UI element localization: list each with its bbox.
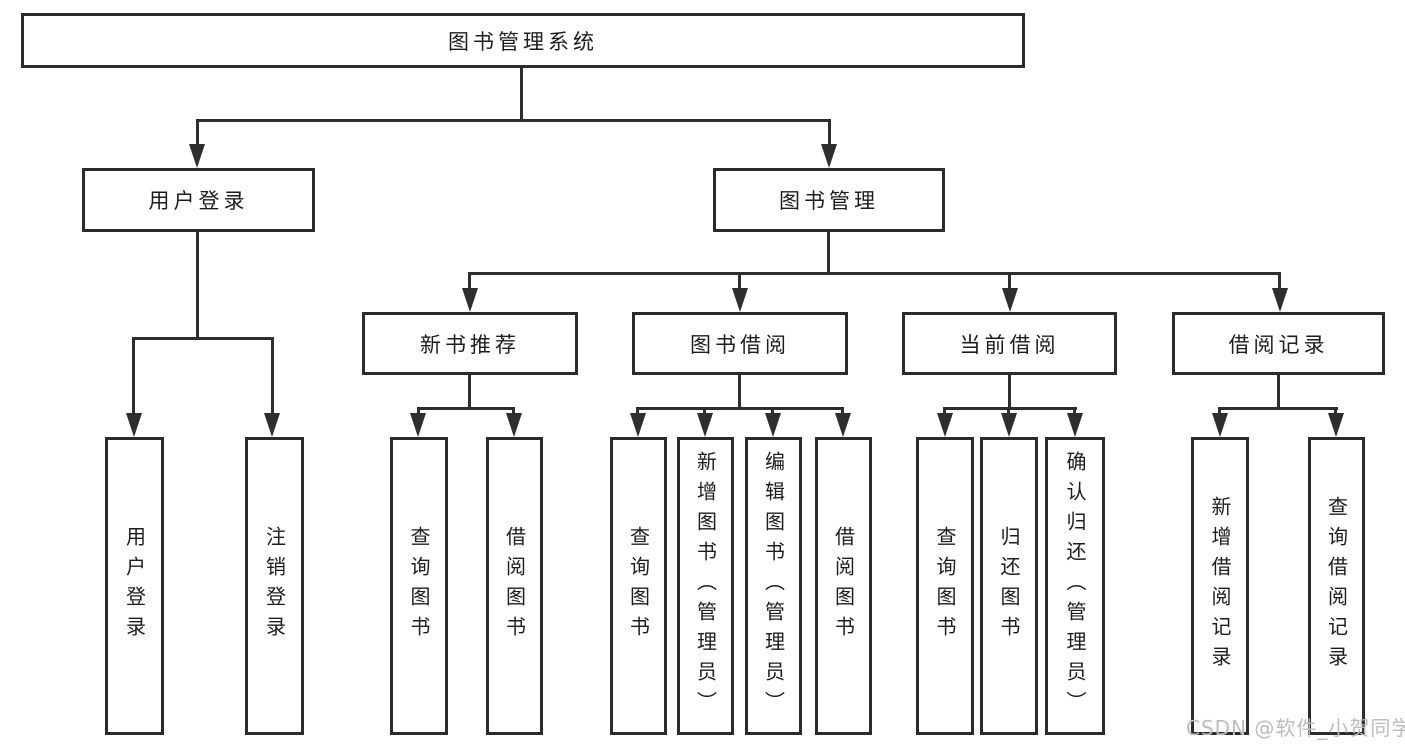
arrow-down-icon bbox=[1002, 288, 1018, 312]
node-confirm-return-admin: 确认归还（管理员） bbox=[1045, 437, 1105, 735]
connector-drop bbox=[827, 232, 830, 272]
connector-stem bbox=[1073, 407, 1076, 417]
arrow-down-icon bbox=[630, 413, 646, 437]
node-label: 查询图书 bbox=[933, 526, 957, 646]
node-new-book-recommend: 新书推荐 bbox=[362, 312, 578, 375]
connector-stem bbox=[468, 272, 471, 292]
node-root: 图书管理系统 bbox=[21, 13, 1025, 68]
arrow-down-icon bbox=[937, 413, 953, 437]
connector-stem bbox=[943, 407, 946, 417]
node-label: 图书管理 bbox=[779, 189, 879, 213]
connector-branch bbox=[132, 337, 274, 340]
node-query-book-3: 查询图书 bbox=[916, 437, 974, 735]
connector-root-branch bbox=[196, 119, 831, 122]
arrow-down-icon bbox=[410, 413, 426, 437]
connector-stem bbox=[771, 407, 774, 417]
node-label: 借阅图书 bbox=[502, 526, 527, 646]
connector-stem bbox=[271, 337, 274, 415]
connector-branch bbox=[468, 272, 1281, 275]
arrow-down-icon bbox=[506, 413, 522, 437]
arrow-down-icon bbox=[1212, 413, 1228, 437]
node-label: 新增借阅记录 bbox=[1208, 496, 1232, 676]
node-logout: 注销登录 bbox=[245, 437, 304, 735]
node-label: 用户登录 bbox=[148, 189, 249, 213]
node-book-management: 图书管理 bbox=[713, 168, 945, 232]
arrow-down-icon bbox=[1272, 288, 1288, 312]
connector-stem bbox=[1008, 272, 1011, 292]
node-add-book-admin: 新增图书（管理员） bbox=[677, 437, 734, 735]
node-label: 当前借阅 bbox=[959, 332, 1060, 357]
node-label: 借阅记录 bbox=[1228, 332, 1329, 357]
connector-stem bbox=[512, 407, 515, 417]
node-query-book-1: 查询图书 bbox=[390, 437, 448, 735]
arrow-down-icon bbox=[1067, 413, 1083, 437]
node-label: 查询图书 bbox=[407, 526, 431, 646]
node-label: 新增图书（管理员） bbox=[693, 451, 718, 721]
node-book-borrow: 图书借阅 bbox=[632, 312, 848, 375]
arrow-down-icon bbox=[1001, 413, 1017, 437]
connector-stem bbox=[738, 272, 741, 292]
node-label: 图书管理系统 bbox=[448, 29, 598, 54]
node-label: 借阅图书 bbox=[831, 526, 856, 646]
connector-drop bbox=[468, 375, 471, 407]
node-label: 确认归还（管理员） bbox=[1063, 451, 1087, 721]
arrow-down-icon bbox=[732, 288, 748, 312]
node-borrow-book-1: 借阅图书 bbox=[486, 437, 543, 735]
connector-branch bbox=[943, 407, 1077, 410]
node-edit-book-admin: 编辑图书（管理员） bbox=[745, 437, 802, 735]
connector-branch bbox=[417, 407, 515, 410]
connector-drop bbox=[738, 375, 741, 407]
connector-stem bbox=[1007, 407, 1010, 417]
node-return-book: 归还图书 bbox=[980, 437, 1038, 735]
node-borrow-book-2: 借阅图书 bbox=[815, 437, 872, 735]
node-user-login: 用户登录 bbox=[82, 168, 315, 232]
arrow-down-icon bbox=[697, 413, 713, 437]
connector-stem bbox=[1218, 407, 1221, 417]
connector-drop bbox=[1008, 375, 1011, 407]
node-label: 注销登录 bbox=[262, 526, 287, 646]
connector-stem bbox=[703, 407, 706, 417]
connector-drop bbox=[1277, 375, 1280, 407]
node-label: 用户登录 bbox=[122, 526, 147, 646]
connector-branch bbox=[1218, 407, 1338, 410]
node-query-book-2: 查询图书 bbox=[610, 437, 667, 735]
node-query-borrow-record: 查询借阅记录 bbox=[1308, 437, 1365, 735]
csdn-watermark: CSDN @软件_小贺同学 bbox=[1186, 716, 1405, 740]
connector-root-drop bbox=[520, 68, 523, 119]
connector-stem bbox=[1334, 407, 1337, 417]
arrow-down-icon bbox=[462, 288, 478, 312]
connector-stem bbox=[196, 119, 199, 147]
connector-stem bbox=[1278, 272, 1281, 292]
node-label: 查询借阅记录 bbox=[1324, 496, 1349, 676]
arrow-down-icon bbox=[264, 413, 280, 437]
arrow-down-icon bbox=[1328, 413, 1344, 437]
arrow-down-icon bbox=[821, 144, 837, 168]
arrow-down-icon bbox=[189, 144, 205, 168]
arrow-down-icon bbox=[765, 413, 781, 437]
node-label: 查询图书 bbox=[626, 526, 651, 646]
connector-stem bbox=[841, 407, 844, 417]
connector-stem bbox=[417, 407, 420, 417]
connector-branch bbox=[636, 407, 844, 410]
connector-stem bbox=[132, 337, 135, 415]
node-label: 归还图书 bbox=[997, 526, 1021, 646]
connector-drop bbox=[196, 232, 199, 337]
connector-stem bbox=[828, 119, 831, 147]
node-user-login-leaf: 用户登录 bbox=[105, 437, 164, 735]
arrow-down-icon bbox=[126, 413, 142, 437]
node-label: 编辑图书（管理员） bbox=[761, 451, 786, 721]
arrow-down-icon bbox=[835, 413, 851, 437]
connector-stem bbox=[636, 407, 639, 417]
node-current-borrow: 当前借阅 bbox=[902, 312, 1117, 375]
node-add-borrow-record: 新增借阅记录 bbox=[1191, 437, 1249, 735]
node-label: 图书借阅 bbox=[690, 332, 790, 357]
node-borrow-record: 借阅记录 bbox=[1172, 312, 1385, 375]
node-label: 新书推荐 bbox=[420, 332, 520, 357]
